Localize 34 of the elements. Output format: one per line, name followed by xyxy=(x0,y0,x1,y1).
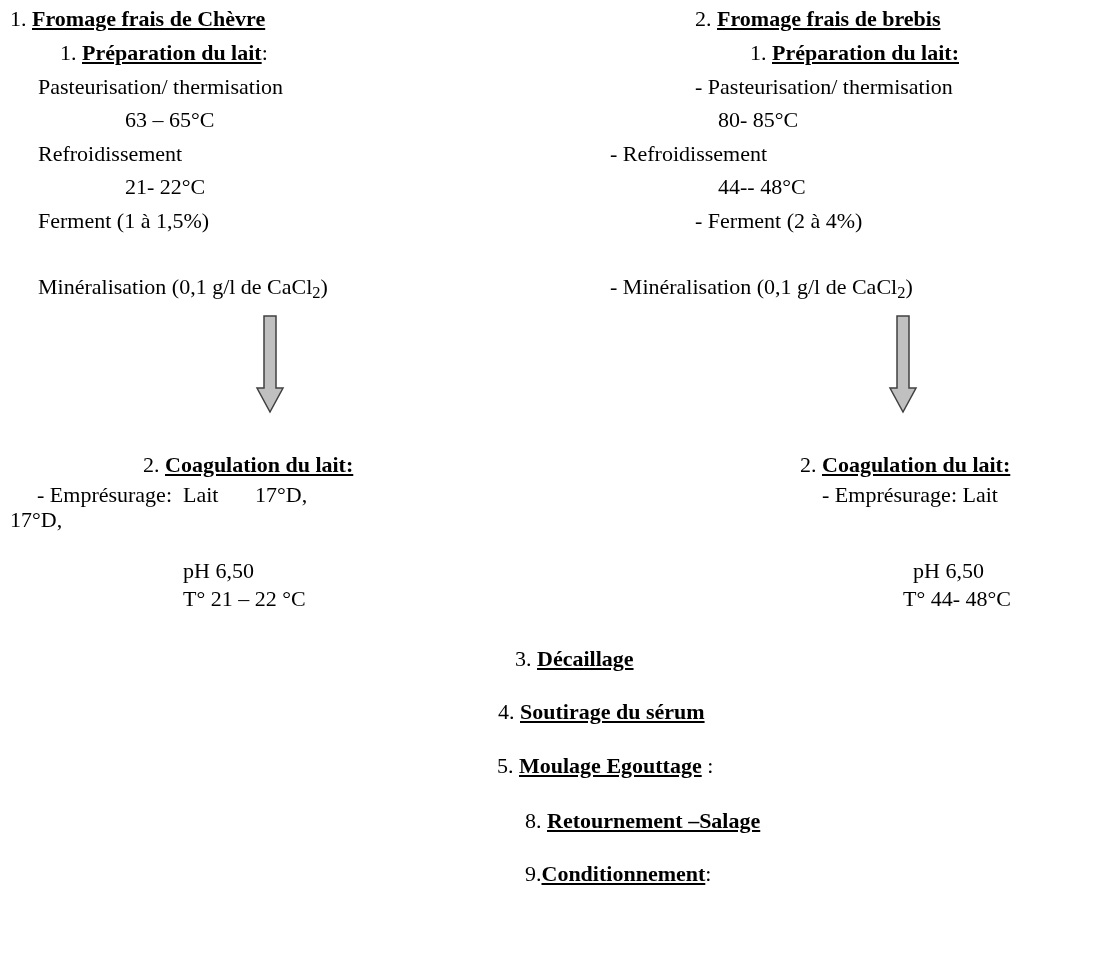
parameter-text: pH 6,50 xyxy=(183,558,254,584)
section-heading: 2. Fromage frais de brebis xyxy=(695,6,941,32)
block-arrow xyxy=(255,315,285,414)
step-heading: 5. Moulage Egouttage : xyxy=(497,753,714,779)
process-text: Pasteurisation/ thermisation xyxy=(38,74,284,100)
step-heading: 1. Préparation du lait: xyxy=(750,40,959,66)
process-text: - Emprésurage: Lait xyxy=(822,482,998,508)
temperature-text: 44-- 48°C xyxy=(718,174,806,200)
step-heading: 9.Conditionnement: xyxy=(525,861,712,887)
step-heading: 2. Coagulation du lait: xyxy=(143,452,354,478)
process-text: - Refroidissement xyxy=(610,141,768,167)
process-text: Ferment (1 à 1,5%) xyxy=(38,208,210,234)
temperature-text: 21- 22°C xyxy=(125,174,206,200)
process-text: - Ferment (2 à 4%) xyxy=(695,208,863,234)
temperature-text: 63 – 65°C xyxy=(125,107,215,133)
process-text: - Emprésurage: xyxy=(37,482,172,508)
section-heading: 1. Fromage frais de Chèvre xyxy=(10,6,266,32)
step-heading: 8. Retournement –Salage xyxy=(525,808,761,834)
parameter-text: 17°D, xyxy=(255,482,308,508)
process-text: - Pasteurisation/ thermisation xyxy=(695,74,953,100)
temperature-text: 80- 85°C xyxy=(718,107,799,133)
step-heading: 2. Coagulation du lait: xyxy=(800,452,1011,478)
parameter-text: T° 21 – 22 °C xyxy=(183,586,306,612)
parameter-text: pH 6,50 xyxy=(913,558,984,584)
parameter-text: 17°D, xyxy=(10,507,63,533)
step-heading: 1. Préparation du lait: xyxy=(60,40,268,66)
process-text: Refroidissement xyxy=(38,141,183,167)
step-heading: 4. Soutirage du sérum xyxy=(498,699,705,725)
parameter-text: Lait xyxy=(183,482,219,508)
process-text: - Minéralisation (0,1 g/l de CaCl$_{2}$) xyxy=(610,274,913,300)
process-text: Minéralisation (0,1 g/l de CaCl$_{2}$) xyxy=(38,274,328,300)
block-arrow xyxy=(888,315,918,414)
step-heading: 3. Décaillage xyxy=(515,646,634,672)
parameter-text: T° 44- 48°C xyxy=(903,586,1012,612)
